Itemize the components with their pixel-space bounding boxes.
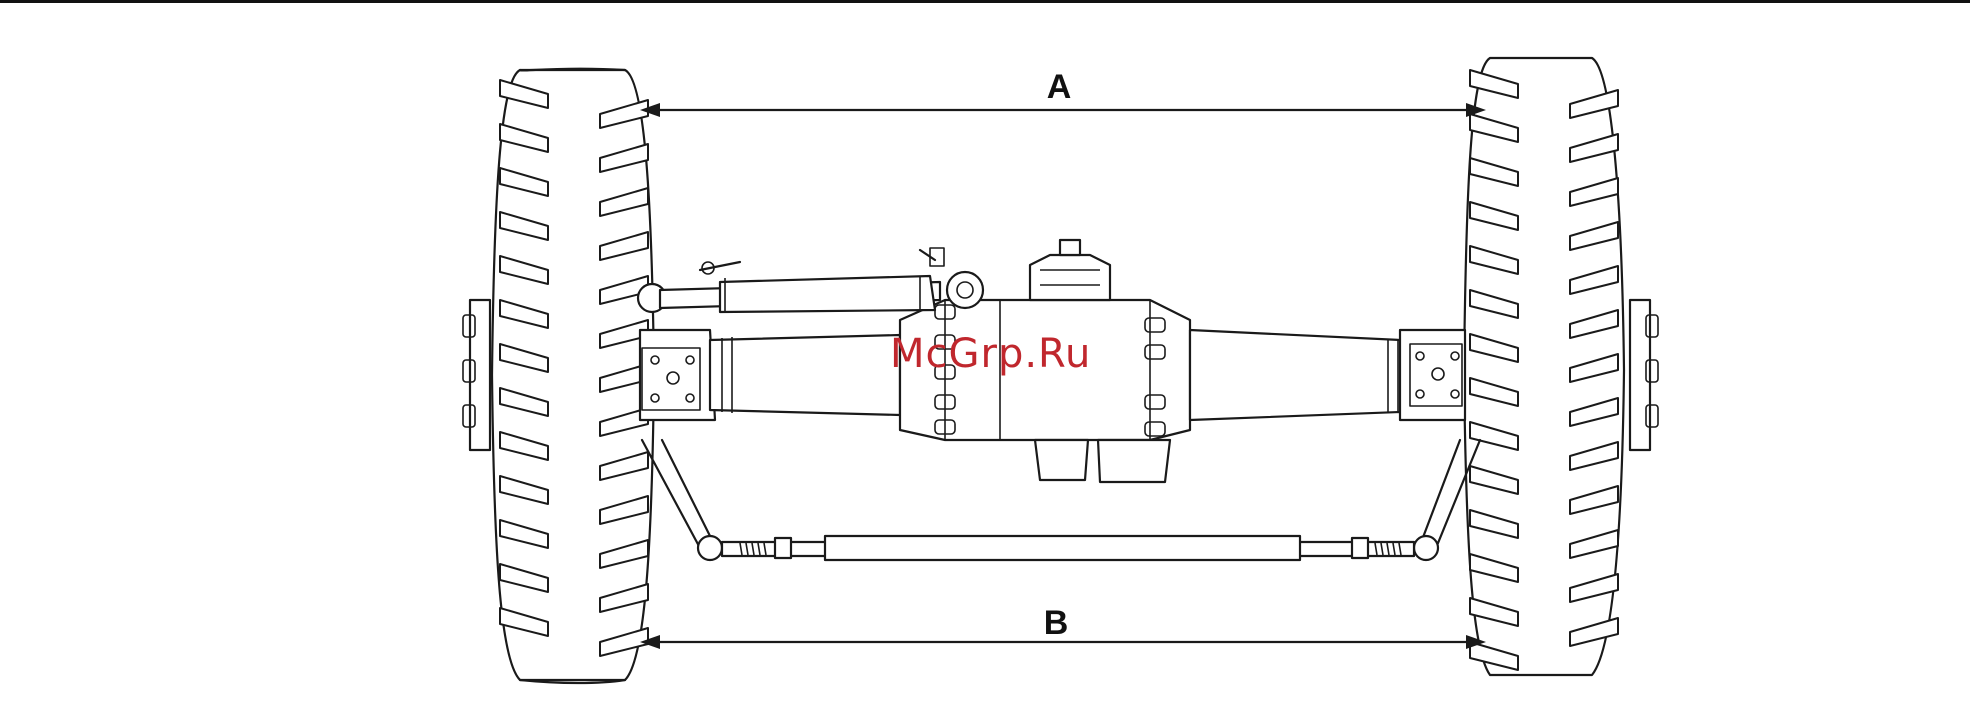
left-wheel	[462, 67, 656, 685]
right-wheel	[1462, 56, 1659, 677]
tie-rod	[640, 438, 1482, 562]
tread-lug	[499, 167, 549, 197]
tread-lug	[499, 211, 549, 241]
tread-lug	[499, 563, 549, 593]
top-rule	[0, 0, 1970, 3]
steering-cylinder	[636, 247, 985, 314]
tread-lug	[1469, 289, 1519, 319]
tread-lug	[1569, 441, 1619, 471]
tread-lug	[1469, 421, 1519, 451]
tread-lug	[1469, 597, 1519, 627]
tread-lug	[1569, 573, 1619, 603]
tread-lug	[1469, 245, 1519, 275]
tread-lug	[499, 123, 549, 153]
tread-lug	[1569, 89, 1619, 119]
tread-lug	[1569, 177, 1619, 207]
tread-lug	[1569, 617, 1619, 647]
tread-lug	[599, 451, 649, 481]
tread-lug	[1469, 201, 1519, 231]
tread-lug	[1469, 509, 1519, 539]
tread-lug	[499, 79, 549, 109]
tread-lug	[1469, 641, 1519, 671]
tread-lug	[1469, 333, 1519, 363]
tread-lug	[599, 627, 649, 657]
tread-lug	[1569, 309, 1619, 339]
tread-lug	[599, 495, 649, 525]
dimension-a-label: A	[1047, 68, 1072, 106]
tread-lug	[499, 299, 549, 329]
tread-lug	[1469, 113, 1519, 143]
tread-lug	[499, 475, 549, 505]
tread-lug	[599, 539, 649, 569]
tread-lug	[599, 187, 649, 217]
tread-lug	[599, 143, 649, 173]
dimension-b: B	[640, 604, 1486, 649]
tread-lug	[1569, 485, 1619, 515]
tread-lug	[1569, 133, 1619, 163]
tread-lug	[1569, 353, 1619, 383]
tread-lug	[1469, 69, 1519, 99]
tread-lug	[1569, 265, 1619, 295]
tread-lug	[599, 583, 649, 613]
tread-lug	[1569, 397, 1619, 427]
dimension-a: A	[640, 68, 1486, 117]
tread-lug	[499, 255, 549, 285]
tread-lug	[499, 343, 549, 373]
tread-lug	[499, 387, 549, 417]
tread-lug	[1469, 465, 1519, 495]
tread-lug	[1469, 377, 1519, 407]
dimension-b-label: B	[1044, 604, 1069, 642]
axle-housing	[638, 238, 1467, 484]
tread-lug	[499, 607, 549, 637]
tread-lug	[1569, 529, 1619, 559]
tread-lug	[1569, 221, 1619, 251]
tread-lug	[499, 519, 549, 549]
tread-lug	[499, 431, 549, 461]
tread-lug	[599, 231, 649, 261]
tread-lug	[1469, 553, 1519, 583]
watermark-text: McGrp.Ru	[890, 331, 1091, 377]
tread-lug	[1469, 157, 1519, 187]
